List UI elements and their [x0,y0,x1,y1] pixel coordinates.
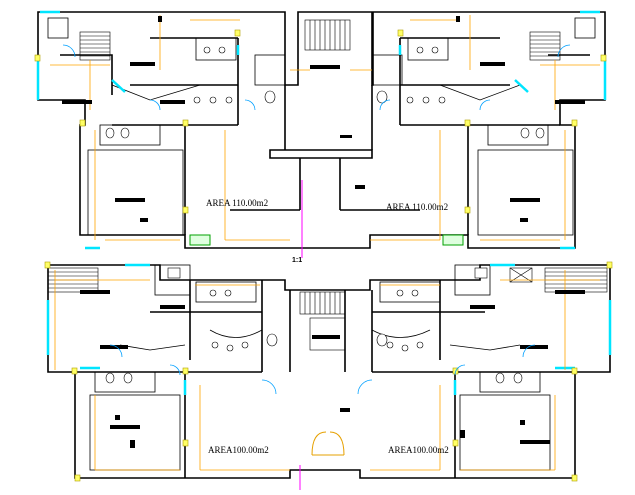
upper-room-tags [62,16,585,222]
upper-stairs [79,19,561,61]
section-marker: 1:1 [292,257,302,264]
lower-windows [46,263,612,395]
upper-floor-plan: AREA 110.00m2 AREA 110.00m2 [34,10,607,258]
lower-door-swings [109,344,536,395]
upper-green-elements [189,234,464,246]
lower-dimensions [54,270,600,471]
upper-right-area-label: AREA 110.00m2 [386,202,448,212]
lower-entrance-door [311,431,345,456]
upper-columns [34,29,607,214]
upper-left-area-label: AREA 110.00m2 [206,198,268,208]
lower-floor-plan: AREA100.00m2 AREA100.00m2 [44,261,613,490]
lower-fixtures [105,267,523,384]
upper-windows [36,10,607,250]
lower-right-area-label: AREA100.00m2 [388,445,449,455]
upper-dimensions [50,15,600,241]
lower-room-tags [80,290,585,448]
lower-left-area-label: AREA100.00m2 [208,445,269,455]
upper-fixtures [105,46,545,139]
upper-door-swings [62,44,571,111]
